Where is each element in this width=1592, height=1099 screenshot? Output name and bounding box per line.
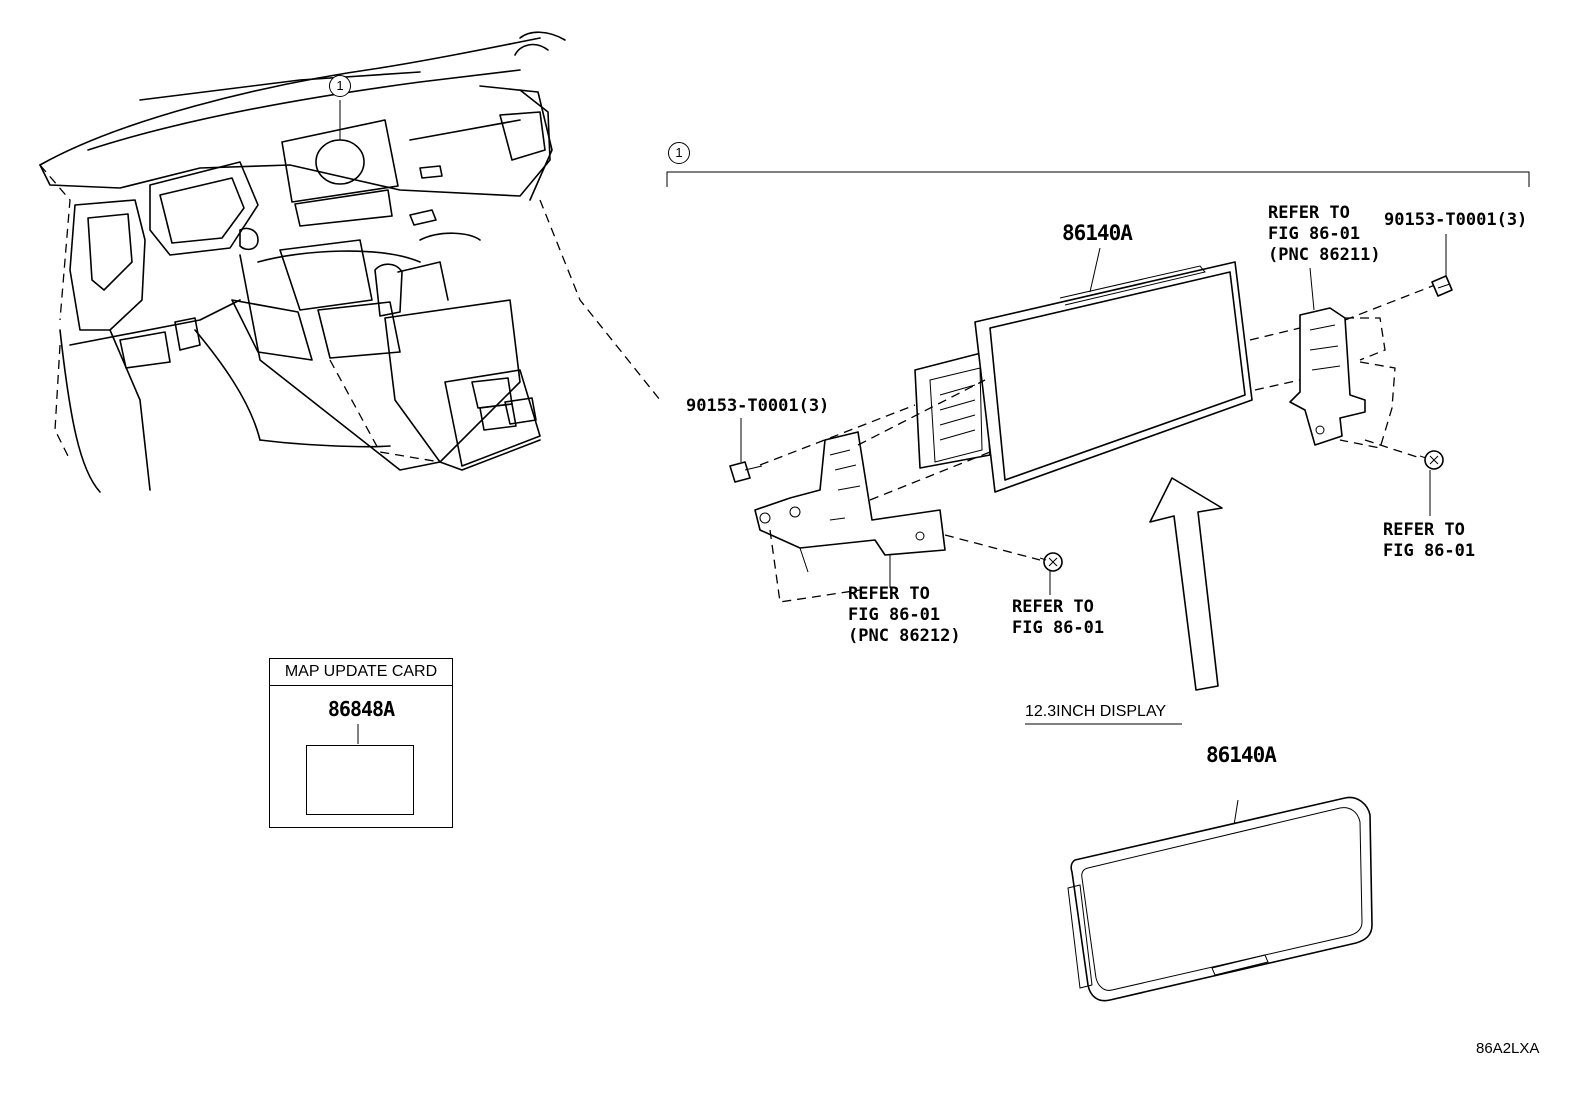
arrow-icon <box>1149 477 1223 691</box>
map-update-card-title: MAP UPDATE CARD <box>270 659 452 686</box>
map-update-card-part-number: 86848A <box>327 697 395 721</box>
refer-label-bracket-left: REFER TO FIG 86-01 (PNC 86212) <box>848 584 961 646</box>
refer-label-bracket-right: REFER TO FIG 86-01 (PNC 86211) <box>1268 203 1381 265</box>
refer-label-screw-bottom: REFER TO FIG 86-01 <box>1012 597 1105 638</box>
map-card-illustration <box>306 745 414 815</box>
part-number-screw-right: 90153-T0001(3) <box>1384 210 1528 230</box>
callout-marker-assembly: 1 <box>668 142 690 164</box>
screw-left <box>729 461 763 483</box>
screw-bottom-center <box>1039 552 1063 572</box>
refer-label-screw-right: REFER TO FIG 86-01 <box>1383 520 1476 561</box>
part-number-main-display: 86140A <box>1062 221 1133 245</box>
callout-marker-dashboard: 1 <box>329 75 351 97</box>
part-number-screw-left: 90153-T0001(3) <box>686 396 830 416</box>
part-number-alt-display: 86140A <box>1206 743 1277 767</box>
map-update-card-box: MAP UPDATE CARD 86848A <box>269 658 453 828</box>
dashboard-illustration <box>39 31 661 493</box>
screw-bottom-right <box>1419 450 1444 470</box>
screw-top-right <box>1431 275 1453 297</box>
display-variant-label: 12.3INCH DISPLAY <box>1025 703 1167 720</box>
exploded-view <box>357 171 1530 1002</box>
diagram-code: 86A2LXA <box>1476 1040 1540 1057</box>
